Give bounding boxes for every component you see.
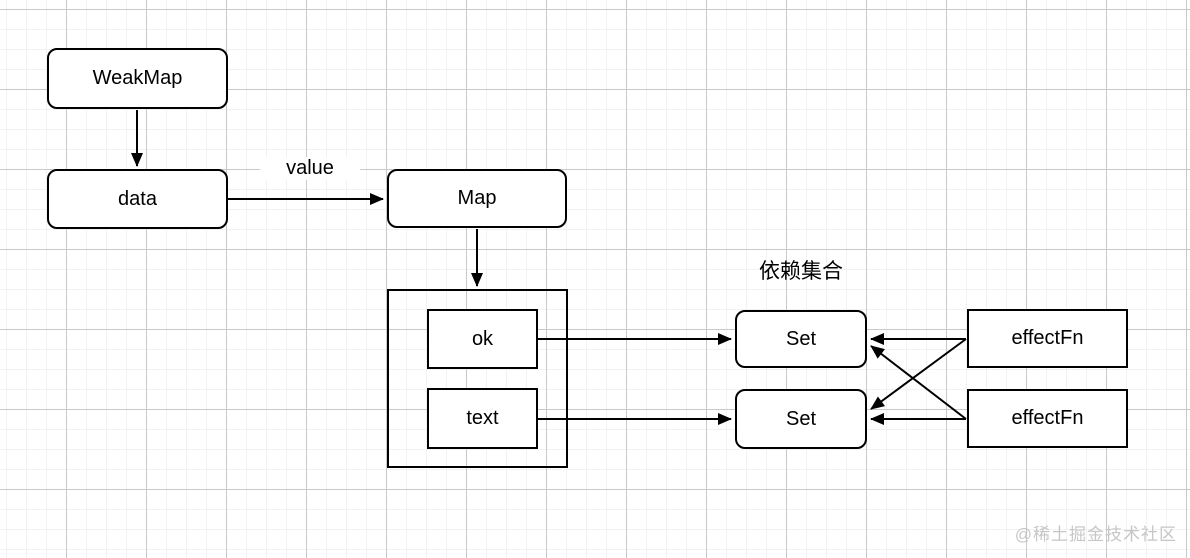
node-label: effectFn xyxy=(1011,407,1084,429)
deps-collection-title: 依赖集合 xyxy=(759,260,843,283)
node-label: WeakMap xyxy=(92,67,183,89)
node-set-1: Set xyxy=(735,310,867,368)
node-map: Map xyxy=(387,169,567,228)
edge-label-value: value xyxy=(260,157,360,180)
node-label: data xyxy=(118,187,157,210)
node-label: ok xyxy=(471,327,494,350)
node-label: Map xyxy=(457,187,497,209)
arrow-effectfn1-to-set2 xyxy=(870,338,967,410)
node-label: effectFn xyxy=(1011,327,1084,349)
node-label: Set xyxy=(785,327,817,350)
node-effectfn-1: effectFn xyxy=(967,309,1128,368)
node-key-text: text xyxy=(427,388,538,449)
node-effectfn-2: effectFn xyxy=(967,389,1128,448)
node-bucket xyxy=(387,289,568,468)
node-label: Set xyxy=(785,407,817,430)
node-weakmap: WeakMap xyxy=(47,48,228,109)
watermark-text: @稀土掘金技术社区 xyxy=(1014,525,1177,544)
node-set-2: Set xyxy=(735,389,867,449)
node-data: data xyxy=(47,169,228,229)
arrow-effectfn2-to-set1 xyxy=(870,345,967,420)
node-label: text xyxy=(466,407,499,429)
node-key-ok: ok xyxy=(427,309,538,369)
